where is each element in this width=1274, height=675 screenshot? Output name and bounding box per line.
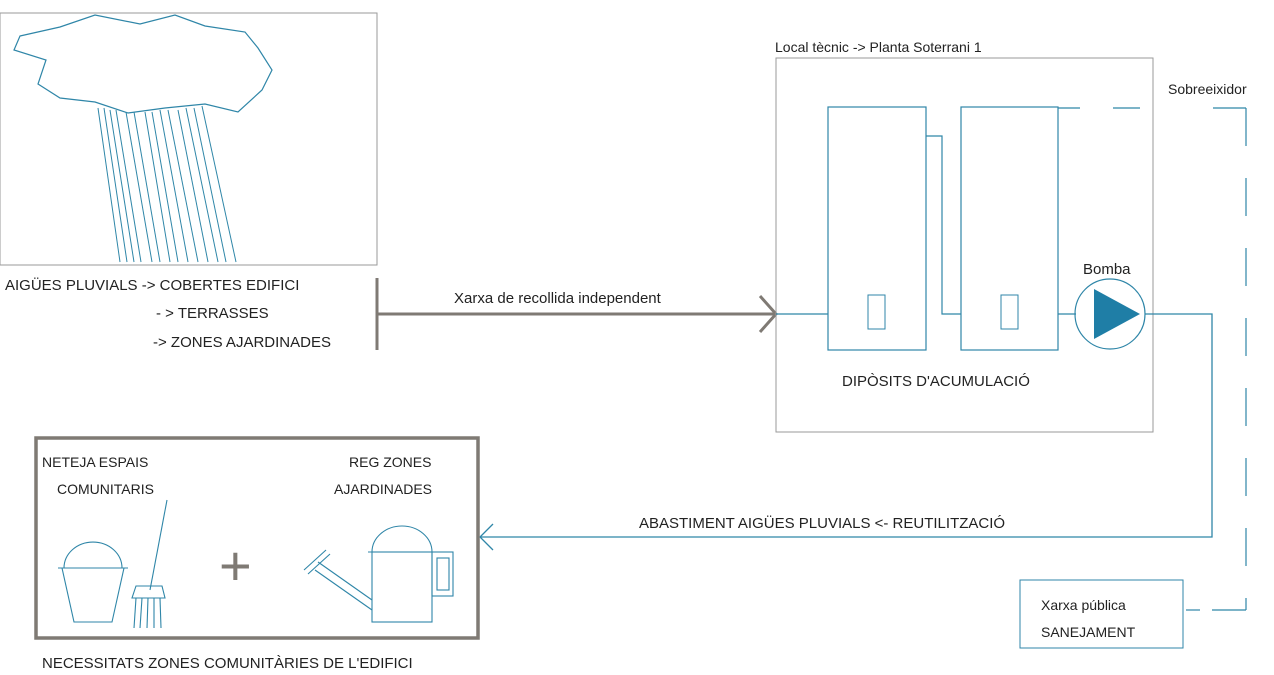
needs-panel: NETEJA ESPAIS COMUNITARIS + REG ZONES AJ… [34,436,480,672]
rain-panel-border [0,12,378,266]
technical-room: Local tècnic -> Planta Soterrani 1 Bomba… [775,39,1154,433]
technical-room-border [775,57,1154,433]
plus-icon: + [219,534,252,597]
collection-network-label: Xarxa de recollida independent [454,290,662,307]
supply-label: ABASTIMENT AIGÜES PLUVIALS <- REUTILITZA… [639,514,1005,532]
rain-source-line3: -> ZONES AJARDINADES [153,334,331,351]
rain-source-line2: - > TERRASSES [156,305,269,322]
public-network-line1: Xarxa pública [1041,597,1126,613]
cleaning-label-line1: NETEJA ESPAIS [42,454,148,470]
tank-connector-pipe [926,135,961,315]
public-network-box [1019,579,1184,649]
overflow-pipe [1058,107,1247,611]
watering-can-icon [303,525,454,623]
overflow-label: Sobreeixidor [1168,81,1247,97]
public-network-line2: SANEJAMENT [1041,624,1136,640]
tanks-label: DIPÒSITS D'ACUMULACIÓ [842,373,1030,390]
irrigation-label-line2: AJARDINADES [334,481,432,497]
bucket-icon [58,541,128,623]
tank-1-gauge [867,294,886,330]
cleaning-label-line2: COMUNITARIS [57,481,154,497]
tank-2 [960,106,1059,351]
irrigation-label-line1: REG ZONES [349,454,431,470]
tank-2-gauge [1000,294,1019,330]
tank-1 [827,106,927,351]
rain-icon [97,105,237,263]
pump-triangle-icon [1094,289,1140,339]
needs-panel-border [34,436,480,640]
rain-source-line1: AIGÜES PLUVIALS -> COBERTES EDIFICI [5,276,299,294]
collection-network-arrow [375,278,779,350]
technical-room-title: Local tècnic -> Planta Soterrani 1 [775,39,982,55]
cloud-icon [13,14,273,114]
rain-source-panel: AIGÜES PLUVIALS -> COBERTES EDIFICI - > … [0,12,378,351]
supply-pipe [479,313,1213,551]
pump-label: Bomba [1083,261,1131,278]
rake-icon [131,499,168,629]
needs-caption: NECESSITATS ZONES COMUNITÀRIES DE L'EDIF… [42,655,413,672]
